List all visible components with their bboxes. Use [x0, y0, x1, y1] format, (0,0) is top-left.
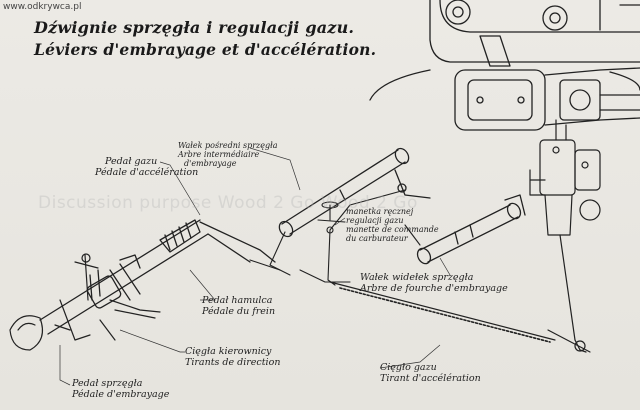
label-throttle-rod-fr: Tirant d'accélération [380, 373, 481, 384]
label-clutch-pedal-fr: Pédale d'embrayage [72, 389, 170, 400]
label-steering-rods: Cięgła kierownicy Tirants de direction [185, 346, 280, 368]
label-gas-pedal-pl: Pedał gazu [105, 156, 158, 167]
label-hand-throttle-pl1: manetka ręcznej [346, 207, 414, 216]
linkage-rods [249, 189, 421, 286]
title-french: Léviers d'embrayage et d'accélération. [34, 40, 377, 59]
label-gas-pedal-fr: Pédale d'accélération [95, 167, 199, 178]
label-intermediate-shaft-fr1: Arbre intermédiaire [178, 150, 260, 159]
label-fork-shaft-pl: Wałek widełek sprzęgła [360, 272, 474, 283]
label-fork-shaft-fr: Arbre de fourche d'embrayage [360, 283, 508, 294]
label-hand-throttle: manetka ręcznej regulacji gazu manette d… [346, 207, 439, 243]
steering-column [39, 219, 276, 335]
site-watermark: www.odkrywca.pl [3, 2, 82, 12]
carburetor [529, 119, 601, 236]
label-throttle-rod: Cięgło gazu Tirant d'accélération [380, 362, 481, 384]
label-intermediate-shaft-fr2: d'embrayage [184, 159, 237, 168]
label-hand-throttle-fr2: du carburateur [346, 234, 408, 243]
label-hand-throttle-pl2: regulacji gazu [346, 216, 404, 225]
label-intermediate-shaft: Wałek pośredni sprzęgła Arbre intermédia… [178, 141, 277, 168]
engine-block [369, 0, 640, 131]
label-intermediate-shaft-pl: Wałek pośredni sprzęgła [178, 141, 278, 150]
leader-lines [59, 147, 451, 386]
label-clutch-pedal-pl: Pedał sprzęgła [72, 378, 143, 389]
label-steering-rods-pl: Cięgła kierownicy [185, 346, 272, 357]
label-clutch-pedal: Pedał sprzęgła Pédale d'embrayage [72, 378, 169, 400]
label-hand-throttle-fr1: manette de commande [346, 225, 439, 234]
fork-shaft [416, 194, 526, 265]
pedal-assembly [9, 253, 161, 351]
label-steering-rods-fr: Tirants de direction [185, 357, 281, 368]
label-throttle-rod-pl: Cięgło gazu [380, 362, 437, 373]
label-brake-pedal-pl: Pedał hamulca [202, 295, 273, 306]
label-fork-shaft: Wałek widełek sprzęgła Arbre de fourche … [360, 272, 508, 294]
discussion-watermark: Discussion purpose Wood 2 Go Wood 2 Go [38, 193, 418, 213]
label-brake-pedal: Pedał hamulca Pédale du frein [202, 295, 275, 317]
throttle-rod [329, 234, 591, 353]
label-brake-pedal-fr: Pédale du frein [202, 306, 276, 317]
title-polish: Dźwignie sprzęgła i regulacji gazu. [34, 18, 355, 37]
label-gas-pedal: Pedał gazu Pédale d'accélération [95, 156, 198, 178]
intermediate-shaft [278, 147, 431, 238]
